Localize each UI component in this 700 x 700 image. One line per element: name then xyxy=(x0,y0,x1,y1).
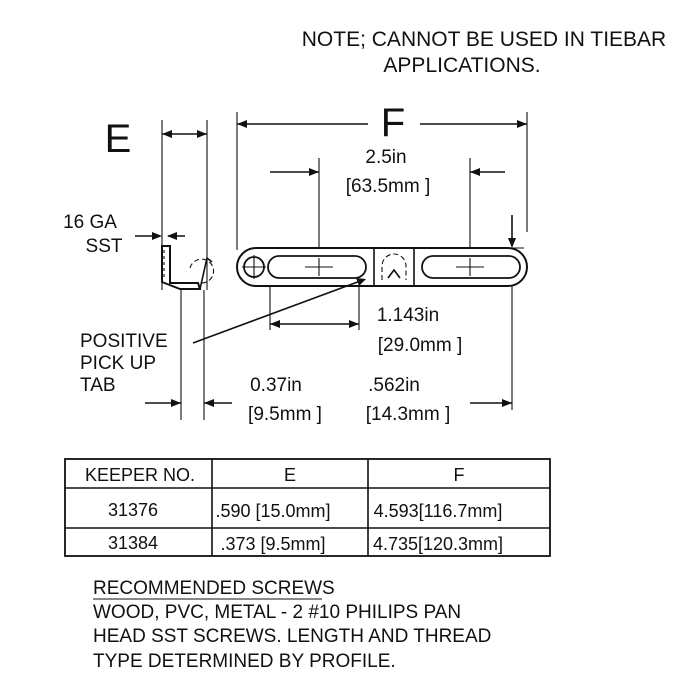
end-offset-dimension xyxy=(470,286,513,410)
note-line-2: APPLICATIONS. xyxy=(383,54,540,77)
screws-line-1: WOOD, PVC, METAL - 2 #10 PHILIPS PAN xyxy=(93,602,461,623)
tab-offset-dimension xyxy=(269,286,360,330)
screws-line-3: TYPE DETERMINED BY PROFILE. xyxy=(93,651,396,672)
screws-title: RECOMMENDED SCREWS xyxy=(93,578,335,599)
table-cell-f-1: 4.593[116.7mm] xyxy=(374,501,503,521)
dimension-f-label: F xyxy=(381,101,405,145)
pickup-leader xyxy=(192,278,366,344)
table-cell-f-2: 4.735[120.3mm] xyxy=(373,534,503,554)
table-header-keeper-no: KEEPER NO. xyxy=(85,465,195,485)
dimension-f xyxy=(236,112,528,250)
pickup-label-line-1: POSITIVE xyxy=(80,331,168,352)
end-offset-mm: [14.3mm ] xyxy=(366,404,450,425)
keeper-side-view xyxy=(161,245,215,290)
tab-width-dimension xyxy=(145,290,232,420)
table-header-e: E xyxy=(284,465,296,485)
keeper-table: KEEPER NO. E F 31376 .590 [15.0mm] 4.593… xyxy=(64,458,551,557)
pickup-label-line-2: PICK UP xyxy=(80,353,156,374)
end-hole xyxy=(242,255,266,279)
gauge-label-line-2: SST xyxy=(86,236,123,257)
keeper-front-view xyxy=(236,247,528,287)
table-cell-e-2: .373 [9.5mm] xyxy=(220,534,325,554)
gauge-dimension xyxy=(135,232,185,240)
gauge-label-line-1: 16 GA xyxy=(63,212,117,233)
screws-line-2: HEAD SST SCREWS. LENGTH AND THREAD xyxy=(93,626,491,647)
left-screw-slot xyxy=(267,255,367,279)
slot-spacing-mm: [63.5mm ] xyxy=(346,176,430,197)
thickness-dimension xyxy=(500,215,524,249)
tab-offset-in: 1.143in xyxy=(377,305,439,326)
note-line-1: NOTE; CANNOT BE USED IN TIEBAR xyxy=(302,28,666,51)
table-cell-e-1: .590 [15.0mm] xyxy=(215,501,330,521)
tab-width-mm: [9.5mm ] xyxy=(248,404,322,425)
end-offset-in: .562in xyxy=(368,375,420,396)
slot-spacing-in: 2.5in xyxy=(365,147,406,168)
table-header-f: F xyxy=(454,465,465,485)
tab-width-in: 0.37in xyxy=(250,375,302,396)
right-screw-slot xyxy=(421,255,521,279)
table-cell-keeper-1: 31376 xyxy=(108,500,158,520)
table-cell-keeper-2: 31384 xyxy=(108,533,158,553)
tab-offset-mm: [29.0mm ] xyxy=(378,335,462,356)
pickup-tab xyxy=(373,248,415,286)
slot-spacing-dimension xyxy=(270,158,505,250)
pickup-label-line-3: TAB xyxy=(80,375,116,396)
dimension-e-label: E xyxy=(105,117,132,161)
